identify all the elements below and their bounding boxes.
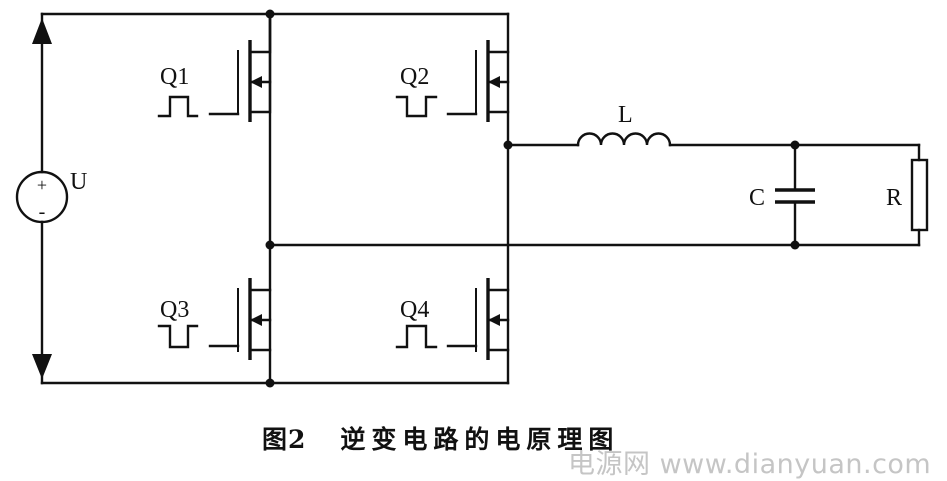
q2-pulse-icon [395,95,438,118]
figure-number: 图2 [262,425,307,454]
mosfet-q2: Q2 [395,40,510,122]
capacitor-label-c: C [749,185,765,211]
q4-label: Q4 [400,297,429,323]
site-watermark: 电源网 www.dianyuan.com [568,449,932,480]
q1-pulse-icon [157,95,199,118]
source-plus-sign: + [37,175,47,195]
inductor-l: L [576,102,672,147]
capacitor-c: C [749,143,815,247]
q2-label: Q2 [400,64,429,90]
source-minus-sign: - [39,201,46,223]
resistor-r: R [886,143,929,247]
inductor-label-l: L [618,102,633,128]
figure-title: 逆变电路的电原理图 [340,425,620,454]
voltage-source-u: + - U [15,18,87,379]
q3-pulse-icon [157,324,199,349]
dc-bus-wires [40,12,510,385]
mosfet-q1: Q1 [157,12,272,122]
mosfet-q4: Q4 [395,278,510,360]
junction-dots [265,9,800,388]
resistor-label-r: R [886,185,902,211]
figure-caption: 图2 逆变电路的电原理图 [262,420,619,456]
inverter-circuit-diagram: + - U Q1 Q2 Q3 [15,9,929,388]
q4-pulse-icon [395,324,438,349]
q3-label: Q3 [160,297,189,323]
mosfet-q3: Q3 [157,278,272,360]
source-label-u: U [70,169,87,195]
q1-label: Q1 [160,64,189,90]
